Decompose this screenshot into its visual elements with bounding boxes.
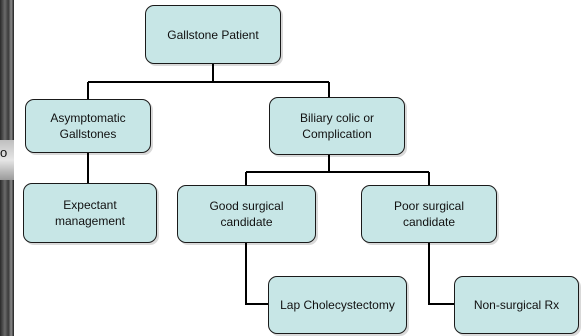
background-photo-edge <box>0 0 14 336</box>
node-asymptomatic-gallstones-label: Asymptomatic Gallstones <box>50 111 126 141</box>
connector-good-lap <box>245 243 268 305</box>
node-non-surgical-rx: Non-surgical Rx <box>454 276 579 334</box>
node-asymptomatic-gallstones: Asymptomatic Gallstones <box>25 99 151 153</box>
node-good-surgical-candidate-label: Good surgical candidate <box>209 199 284 229</box>
edge-text-fragment: o <box>0 145 8 160</box>
node-gallstone-patient-label: Gallstone Patient <box>167 27 259 42</box>
node-biliary-colic-label: Biliary colic or Complication <box>299 111 374 141</box>
node-good-surgical-candidate: Good surgical candidate <box>177 185 316 243</box>
node-gallstone-patient: Gallstone Patient <box>145 5 281 64</box>
connector-poor-nonsurgical <box>428 243 454 305</box>
node-expectant-management: Expectant management <box>23 183 157 243</box>
node-lap-cholecystectomy-label: Lap Cholecystectomy <box>280 298 395 312</box>
node-poor-surgical-candidate: Poor surgical candidate <box>361 185 497 243</box>
node-biliary-colic: Biliary colic or Complication <box>269 97 405 155</box>
node-poor-surgical-candidate-label: Poor surgical candidate <box>393 199 465 229</box>
node-non-surgical-rx-label: Non-surgical Rx <box>473 298 560 312</box>
node-expectant-management-label: Expectant management <box>54 198 126 228</box>
node-lap-cholecystectomy: Lap Cholecystectomy <box>268 276 407 334</box>
